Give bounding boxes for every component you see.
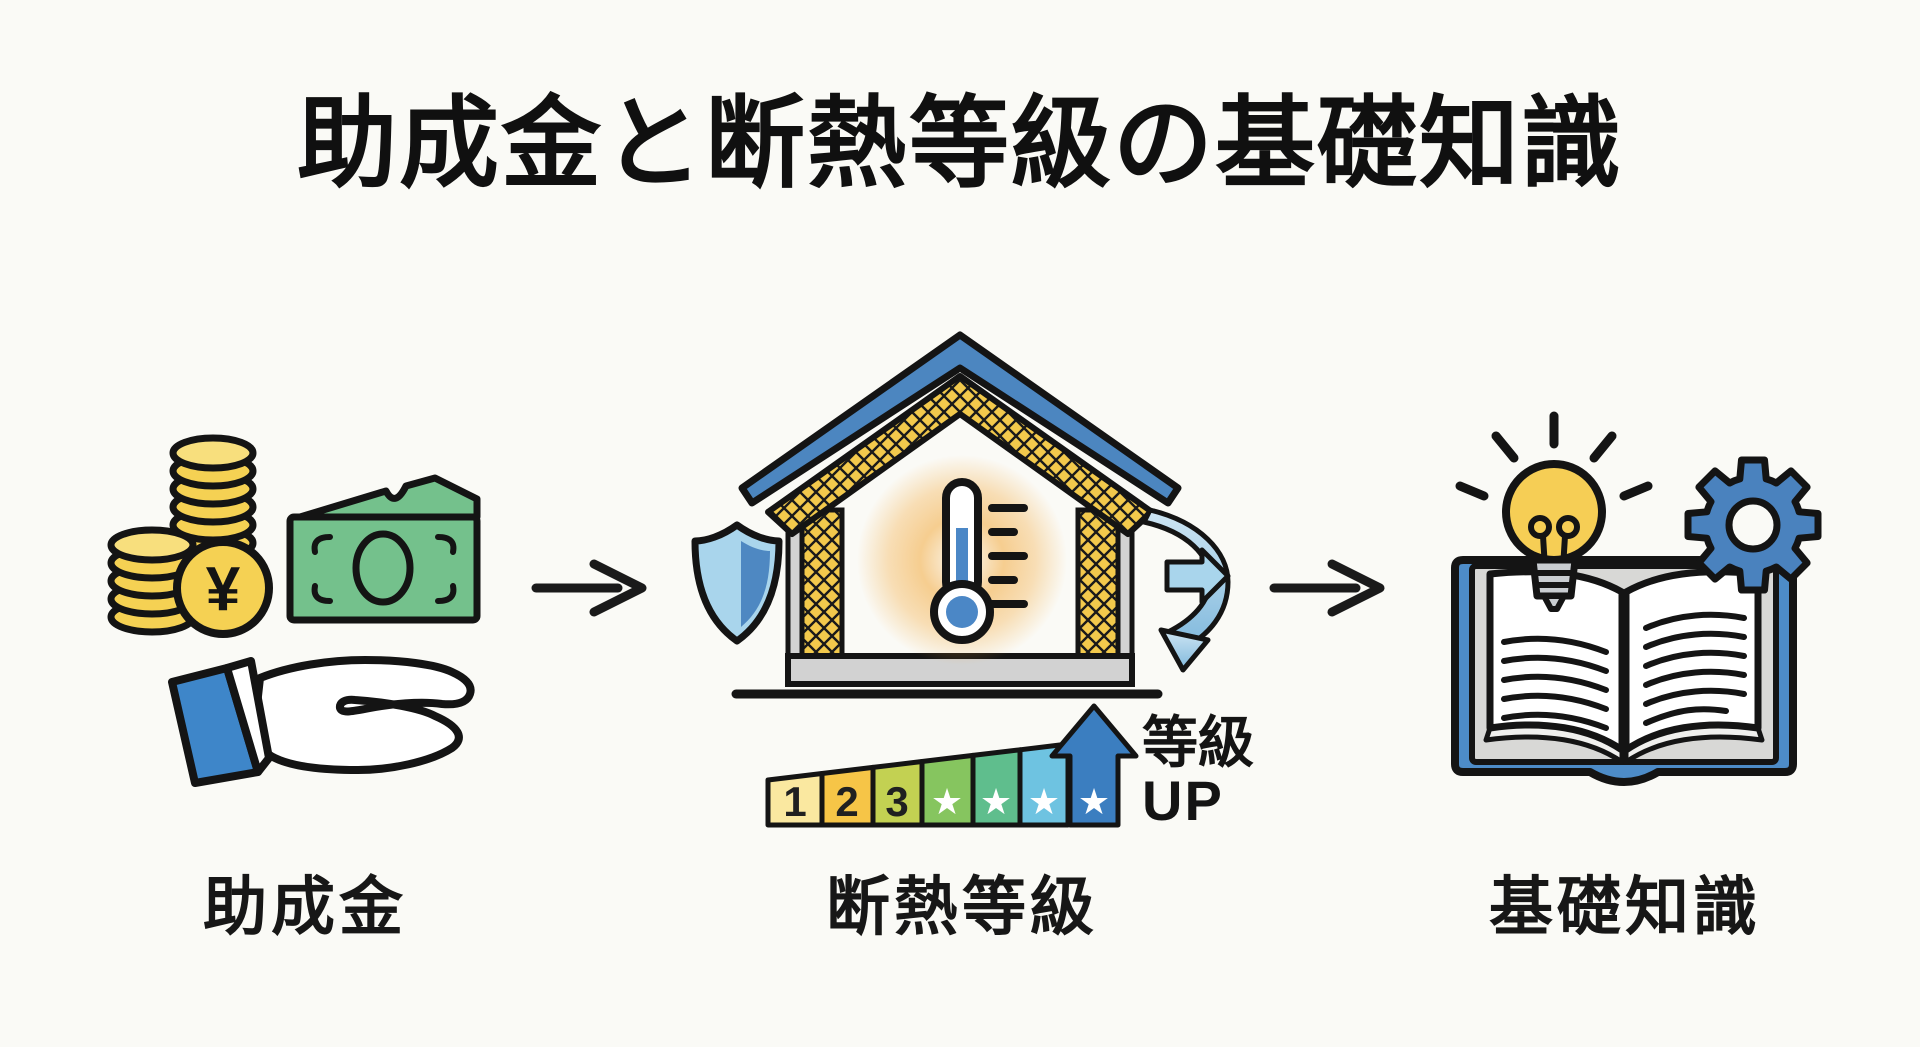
wall-insulation-left [799, 507, 845, 659]
grade-star-icon: ★ [1078, 781, 1110, 822]
thermometer-icon [930, 478, 1028, 644]
insulation-icon-group: 1 2 3 ★ ★ ★ ★ 等級 UP [691, 331, 1254, 832]
roof [738, 331, 1182, 507]
page-text-lines [1501, 611, 1747, 731]
grade-number-3: 3 [885, 778, 908, 825]
house-icon [731, 331, 1182, 699]
step-label-subsidy: 助成金 [203, 871, 407, 943]
lightbulb-rays [1455, 411, 1653, 501]
filament [1528, 515, 1580, 569]
book-icon [1451, 556, 1797, 786]
wall-insulation-right [1075, 507, 1121, 659]
lightbulb-icon [1455, 411, 1653, 612]
grade-up-label-line1: 等級 [1142, 711, 1254, 774]
roof-insulation [765, 373, 1155, 537]
subsidy-icon-group: ¥ [107, 434, 481, 787]
flow-arrow-2-icon [1269, 559, 1385, 617]
grade-star-icon: ★ [1028, 781, 1060, 822]
grade-number-2: 2 [835, 778, 858, 825]
hand-icon [168, 656, 475, 787]
grade-number-1: 1 [783, 778, 806, 825]
page-title: 助成金と断熱等級の基礎知識 [297, 88, 1623, 200]
cuff [223, 657, 273, 776]
flow-arrow-1-icon [531, 559, 647, 617]
airflow-arrows-icon [1141, 507, 1231, 673]
bulb-base [1529, 556, 1579, 600]
knowledge-icon-group [1451, 411, 1822, 786]
yen-symbol: ¥ [206, 555, 241, 624]
gear-icon [1684, 456, 1822, 594]
shield-icon [691, 521, 783, 645]
step-label-knowledge: 基礎知識 [1489, 871, 1761, 943]
grade-star-icon: ★ [931, 781, 963, 822]
grade-scale: 1 2 3 ★ ★ ★ ★ 等級 UP [765, 703, 1254, 832]
yen-coin-icon: ¥ [173, 538, 273, 638]
grade-star-icon: ★ [980, 781, 1012, 822]
banknote-icon [286, 474, 481, 624]
grade-up-label-line2: UP [1142, 769, 1224, 832]
grade-up-arrow [1049, 703, 1139, 828]
thermometer-ticks [988, 504, 1028, 608]
step-label-insulation: 断熱等級 [826, 871, 1098, 943]
